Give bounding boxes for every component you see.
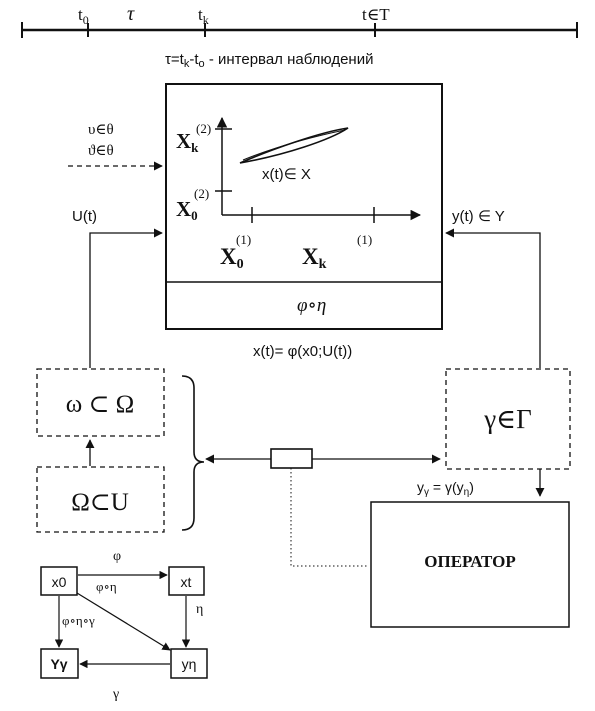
brace bbox=[181, 375, 205, 531]
mini-phi: φ bbox=[113, 549, 121, 564]
mini-phi-eta-gamma: φ∘η∘γ bbox=[62, 613, 95, 628]
disturbance-line1: υ∈θ bbox=[88, 122, 114, 138]
composition-label: φ∘η bbox=[297, 295, 326, 316]
output-path: y(t) ∈ Y bbox=[445, 208, 541, 368]
state-equation: x(t)= φ(x0;U(t)) bbox=[253, 343, 352, 360]
xk1-label: Xk bbox=[302, 244, 327, 272]
mini-yeta: yη bbox=[182, 656, 197, 672]
mini-phi-eta: φ∘η bbox=[96, 579, 117, 594]
dotted-link bbox=[290, 468, 369, 567]
mini-x0-box bbox=[40, 566, 78, 596]
gamma-box-label: γ∈Γ bbox=[483, 404, 532, 434]
disturbance: υ∈θ ϑ∈θ bbox=[68, 122, 163, 171]
y-gamma-label: yγ = γ(yη) bbox=[417, 479, 474, 498]
control-path: U(t) bbox=[72, 208, 163, 368]
omega-box: ω ⊂ Ω bbox=[36, 368, 165, 437]
xk2-superscript: (2) bbox=[196, 121, 211, 136]
Omega-box: Ω⊂U bbox=[36, 466, 165, 533]
t0-label: t0 bbox=[78, 5, 89, 27]
tk-label: tk bbox=[198, 5, 209, 27]
tT-label: t∈T bbox=[362, 5, 390, 24]
control-label: U(t) bbox=[72, 208, 97, 225]
x02-superscript: (2) bbox=[194, 186, 209, 201]
trajectory-curve bbox=[239, 127, 349, 164]
mini-yeta-box bbox=[170, 648, 208, 679]
operator-box: ОПЕРАТОР bbox=[370, 501, 570, 628]
Omega-box-label: Ω⊂U bbox=[71, 489, 129, 516]
mini-eta: η bbox=[196, 602, 203, 617]
timeline: t0 τ tk t∈T τ=tk-to - интервал наблюдени… bbox=[21, 3, 578, 70]
mini-Yg: Yγ bbox=[50, 656, 67, 672]
xk1-superscript: (1) bbox=[357, 232, 372, 247]
mini-xt-box bbox=[168, 566, 205, 596]
omega-box-label: ω ⊂ Ω bbox=[66, 391, 134, 418]
interval-caption: τ=tk-to - интервал наблюдений bbox=[165, 51, 373, 70]
output-label: y(t) ∈ Y bbox=[452, 208, 505, 225]
mini-Yg-box bbox=[40, 648, 79, 679]
x01-superscript: (1) bbox=[236, 232, 251, 247]
tau-label: τ bbox=[127, 3, 135, 25]
x02-label: X0 bbox=[176, 197, 198, 223]
operator-label: ОПЕРАТОР bbox=[424, 552, 516, 571]
mini-gamma: γ bbox=[112, 687, 119, 702]
disturbance-line2: ϑ∈θ bbox=[88, 143, 114, 159]
x01-label: X0 bbox=[220, 244, 244, 272]
trajectory-label: x(t)∈ X bbox=[262, 166, 311, 183]
system-box: Xk (2) X0 (2) x(t)∈ X X0 (1) Xk (1) φ∘η bbox=[165, 83, 443, 330]
mini-diagram: x0 xt Yγ yη φ φ∘η η φ∘η∘γ γ bbox=[40, 549, 208, 702]
mini-x0: x0 bbox=[52, 574, 67, 590]
gamma-box: γ∈Γ bbox=[445, 368, 571, 470]
mini-xt: xt bbox=[181, 574, 192, 590]
xk2-label: Xk bbox=[176, 129, 199, 155]
link-node bbox=[270, 448, 313, 469]
